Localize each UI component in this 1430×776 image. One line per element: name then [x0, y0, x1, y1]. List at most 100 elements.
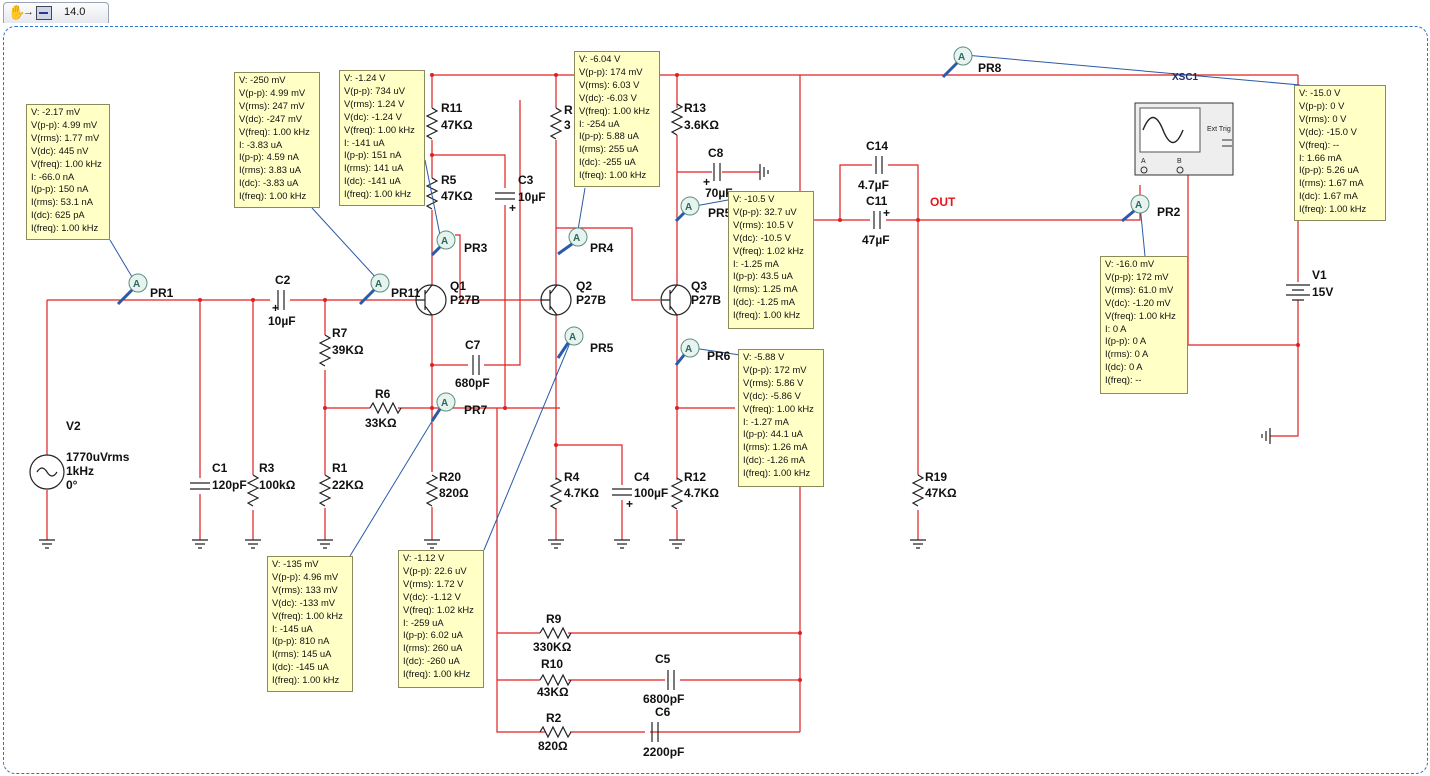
probe-pr2-marker[interactable]: A: [1121, 194, 1150, 223]
probe-reading: I(p-p): 6.02 uA: [403, 629, 463, 641]
label-r5-val: 47KΩ: [441, 189, 473, 203]
probe-name-pr11: PR11: [391, 286, 421, 300]
probe-reading: I(freq): 1.00 kHz: [403, 668, 471, 680]
label-xsc1: XSC1: [1172, 72, 1199, 83]
probe-name-pr1: PR1: [150, 286, 174, 300]
probe-reading: V(freq): 1.00 kHz: [743, 402, 814, 414]
label-r19: R19: [925, 470, 947, 484]
probe-name-pr8: PR8: [978, 61, 1002, 75]
probe-reading: I(p-p): 0 A: [1105, 335, 1147, 347]
probe-reading: V(dc): -1.24 V: [344, 110, 402, 122]
probe-pr11-marker[interactable]: A: [358, 273, 390, 306]
label-c4-plus: +: [626, 497, 633, 511]
probe-pr1-marker[interactable]: A: [116, 273, 148, 306]
probe-reading: I(dc): -141 uA: [344, 175, 401, 187]
label-r19-val: 47KΩ: [925, 486, 957, 500]
resistor-r13: [670, 103, 684, 136]
probe-reading: I(freq): --: [1105, 374, 1142, 386]
probe-name-pr6: PR6: [707, 349, 731, 363]
probe-reading: V(rms): 1.77 mV: [31, 131, 100, 143]
label-rx-val: 3: [564, 118, 571, 132]
probe-reading: V(dc): -15.0 V: [1299, 125, 1357, 137]
probe-pr3-marker[interactable]: A: [430, 230, 456, 257]
sheet-tab[interactable]: ✋ → 14.0: [3, 2, 109, 23]
probe-pr5b-marker[interactable]: A: [674, 196, 700, 223]
probe-reading: I: -141 uA: [344, 136, 385, 148]
probe-reading: V(freq): 1.00 kHz: [344, 123, 415, 135]
probe-reading: I(dc): -3.83 uA: [239, 177, 299, 189]
svg-text:A: A: [1135, 200, 1142, 211]
probe-reading: V: -250 mV: [239, 74, 286, 85]
label-r20-val: 820Ω: [439, 486, 469, 500]
probe-reading: V: -1.24 V: [344, 72, 386, 83]
battery-v1: [1286, 284, 1310, 301]
junction-dots: [198, 73, 1300, 682]
probe-reading: V(p-p): 0 V: [1299, 99, 1345, 111]
probe-pr7-marker[interactable]: A: [430, 392, 456, 422]
probe-reading: V(rms): 6.03 V: [579, 78, 640, 90]
transistor-q1: [415, 284, 447, 316]
label-c8-plus: +: [703, 175, 710, 189]
probe-reading: V: -6.04 V: [579, 53, 621, 64]
probe-reading: I(rms): 1.25 mA: [733, 283, 798, 295]
schematic-sheet: [3, 26, 1428, 774]
probe-reading: I(rms): 145 uA: [272, 648, 332, 660]
probe-reading: V(freq): 1.02 kHz: [403, 603, 474, 615]
probe-reading: V(rms): 10.5 V: [733, 218, 794, 230]
probe-reading: I(dc): -1.26 mA: [743, 454, 805, 466]
probe-name-pr3: PR3: [464, 241, 488, 255]
label-c8: C8: [708, 146, 724, 160]
probe-reading: V(rms): 61.0 mV: [1105, 283, 1174, 295]
label-r13-val: 3.6KΩ: [684, 118, 719, 132]
oscilloscope-xsc1[interactable]: [1134, 102, 1234, 176]
label-r3: R3: [259, 461, 275, 475]
probe-name-pr5: PR5: [590, 341, 614, 355]
label-v2: V2: [66, 419, 81, 433]
label-r7-val: 39KΩ: [332, 343, 364, 357]
probe-reading: V(rms): 0 V: [1299, 112, 1347, 124]
probe-reading: I(freq): 1.00 kHz: [743, 467, 811, 479]
probe-reading: I(p-p): 4.59 nA: [239, 151, 299, 163]
probe-leader-lines: [109, 54, 1301, 557]
probe-pr6-marker[interactable]: A: [674, 338, 700, 366]
resistor-r12: [670, 477, 684, 510]
label-r2-val: 820Ω: [538, 739, 568, 753]
label-q3-val: P27B: [691, 293, 721, 307]
probe-reading: V(p-p): 4.99 mV: [31, 118, 98, 130]
probe-pr5-marker[interactable]: A: [556, 326, 584, 359]
label-c8-val: 70µF: [705, 186, 733, 200]
probe-reading: V: -5.88 V: [743, 351, 785, 362]
probe-reading: I(dc): 0 A: [1105, 361, 1143, 373]
probe-reading: I: -145 uA: [272, 622, 313, 634]
label-c6: C6: [655, 705, 671, 719]
label-c3-val: 10µF: [518, 190, 546, 204]
capacitor-c6: [651, 722, 659, 742]
probe-reading: I: -259 uA: [403, 616, 444, 628]
probe-pr8-marker[interactable]: A: [941, 46, 973, 79]
probe-reading: I(rms): 3.83 uA: [239, 164, 301, 176]
label-c1: C1: [212, 461, 228, 475]
probe-reading: V(dc): 445 nV: [31, 144, 89, 156]
label-q1-val: P27B: [450, 293, 480, 307]
svg-text:A: A: [133, 279, 140, 290]
label-r1: R1: [332, 461, 348, 475]
probe-pr4-marker[interactable]: A: [557, 227, 588, 256]
probe-reading: V(rms): 247 mV: [239, 99, 305, 111]
circuit-wires: [46, 74, 1299, 733]
probe-reading: V(rms): 1.72 V: [403, 577, 464, 589]
label-r12: R12: [684, 470, 706, 484]
probe-reading: I(p-p): 5.88 uA: [579, 130, 639, 142]
probe-reading: V(freq): 1.00 kHz: [1105, 309, 1176, 321]
resistor-r1: [318, 474, 332, 507]
probe-reading: I(rms): 141 uA: [344, 162, 404, 174]
label-q2-val: P27B: [576, 293, 606, 307]
probe-reading: V(p-p): 32.7 uV: [733, 205, 797, 217]
hand-icon: ✋: [8, 4, 26, 20]
probe-reading: V(p-p): 734 uV: [344, 84, 405, 96]
source-v2: [29, 454, 65, 490]
label-r9-val: 330KΩ: [533, 640, 572, 654]
probe-reading: I(rms): 53.1 nA: [31, 196, 93, 208]
